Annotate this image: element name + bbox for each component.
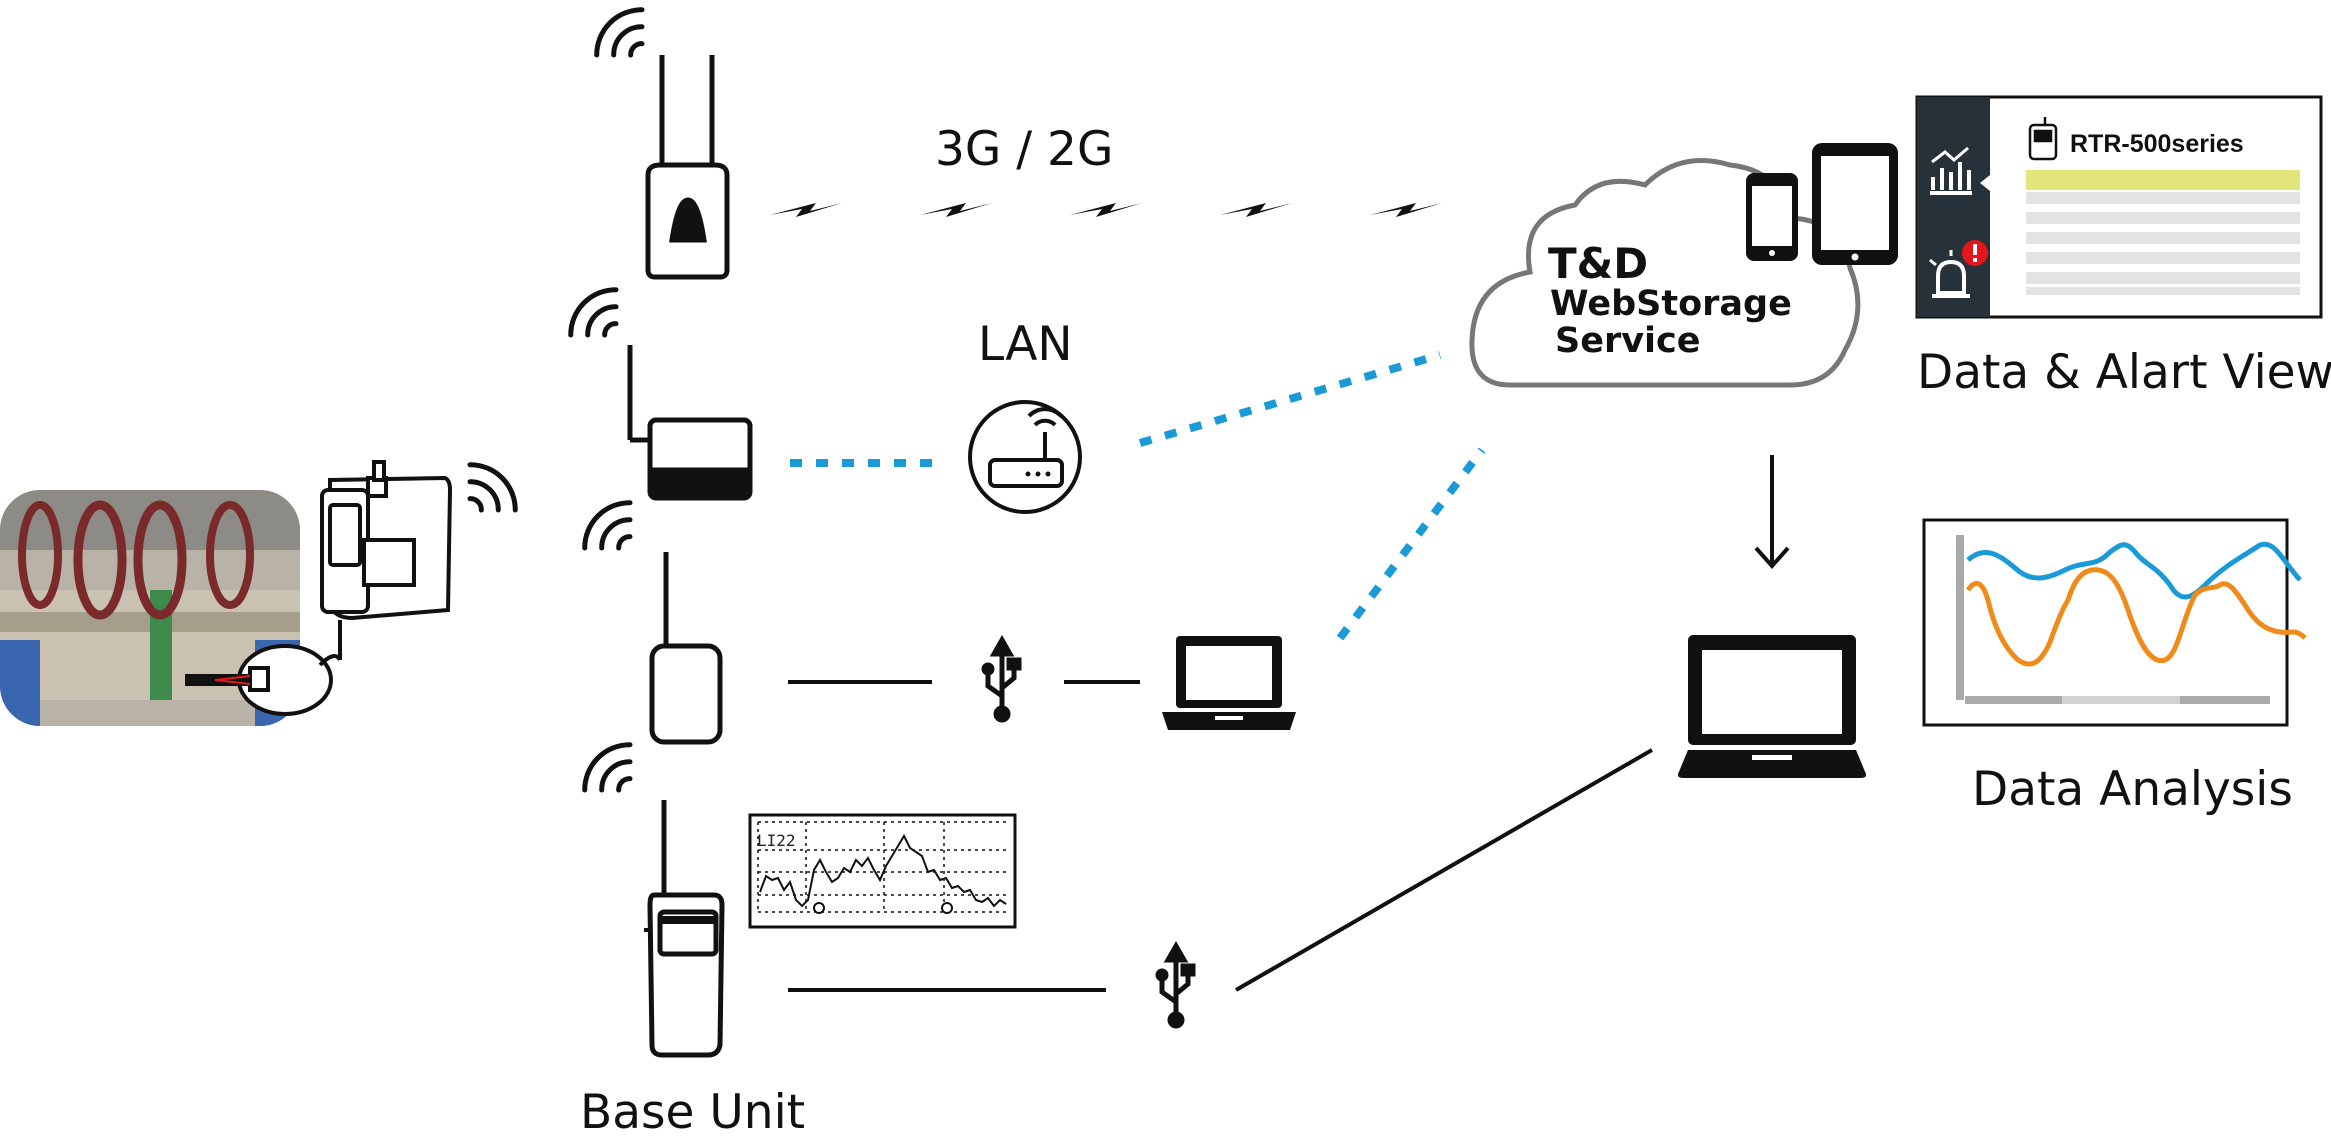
lcd-graph-panel: LI22 (748, 813, 1017, 929)
smartphone-icon (1746, 173, 1798, 261)
label-base-unit: Base Unit (580, 1085, 805, 1140)
data-analysis-panel (1922, 518, 2307, 727)
label-data-alert-view: Data & Alart View (1917, 345, 2331, 400)
cloud-icon: T&D WebStorage Service (1469, 158, 1861, 388)
usb-base-icon (649, 552, 723, 745)
alarm-icon (1929, 240, 1988, 298)
app-panel-title: RTR-500series (2070, 130, 2244, 158)
wifi-icon (575, 493, 647, 565)
analysis-series-blue (1966, 541, 2302, 600)
cloud-title: T&D (1548, 239, 1648, 288)
cellular-link (770, 203, 1442, 217)
data-alert-view-panel: RTR-500series (1915, 95, 2323, 319)
logger-mini-icon (2028, 117, 2058, 161)
handheld-base-icon (644, 800, 725, 1058)
usb-icon (981, 634, 1022, 723)
lan-base-icon (627, 345, 753, 501)
sensor-device-icon (185, 460, 453, 716)
laptop-icon (1677, 635, 1867, 778)
sensor-photo-icon (0, 490, 300, 726)
antenna-base-icon (645, 55, 730, 280)
lcd-text: LI22 (757, 831, 796, 850)
cloud-subtitle: WebStorage (1550, 284, 1792, 324)
wifi-icon (587, 0, 659, 72)
down-arrow-icon (1754, 455, 1790, 570)
label-data-analysis: Data Analysis (1972, 762, 2293, 817)
laptop-icon (1162, 636, 1296, 730)
usb-icon (1155, 940, 1196, 1029)
router-cloud-dotted-link (1138, 351, 1442, 447)
label-3g-2g: 3G / 2G (935, 122, 1113, 177)
laptop-cloud-dotted-link (1336, 447, 1486, 641)
wifi-icon (453, 455, 525, 527)
analysis-series-orange (1965, 567, 2307, 667)
cloud-subtitle-2: Service (1555, 321, 1701, 361)
usb-to-pc-line (1235, 748, 1653, 992)
chart-icon (1930, 146, 1972, 195)
wifi-icon (575, 735, 647, 807)
tablet-icon (1812, 143, 1898, 265)
label-lan: LAN (978, 317, 1073, 372)
router-icon (968, 400, 1082, 514)
wifi-icon (561, 280, 633, 352)
